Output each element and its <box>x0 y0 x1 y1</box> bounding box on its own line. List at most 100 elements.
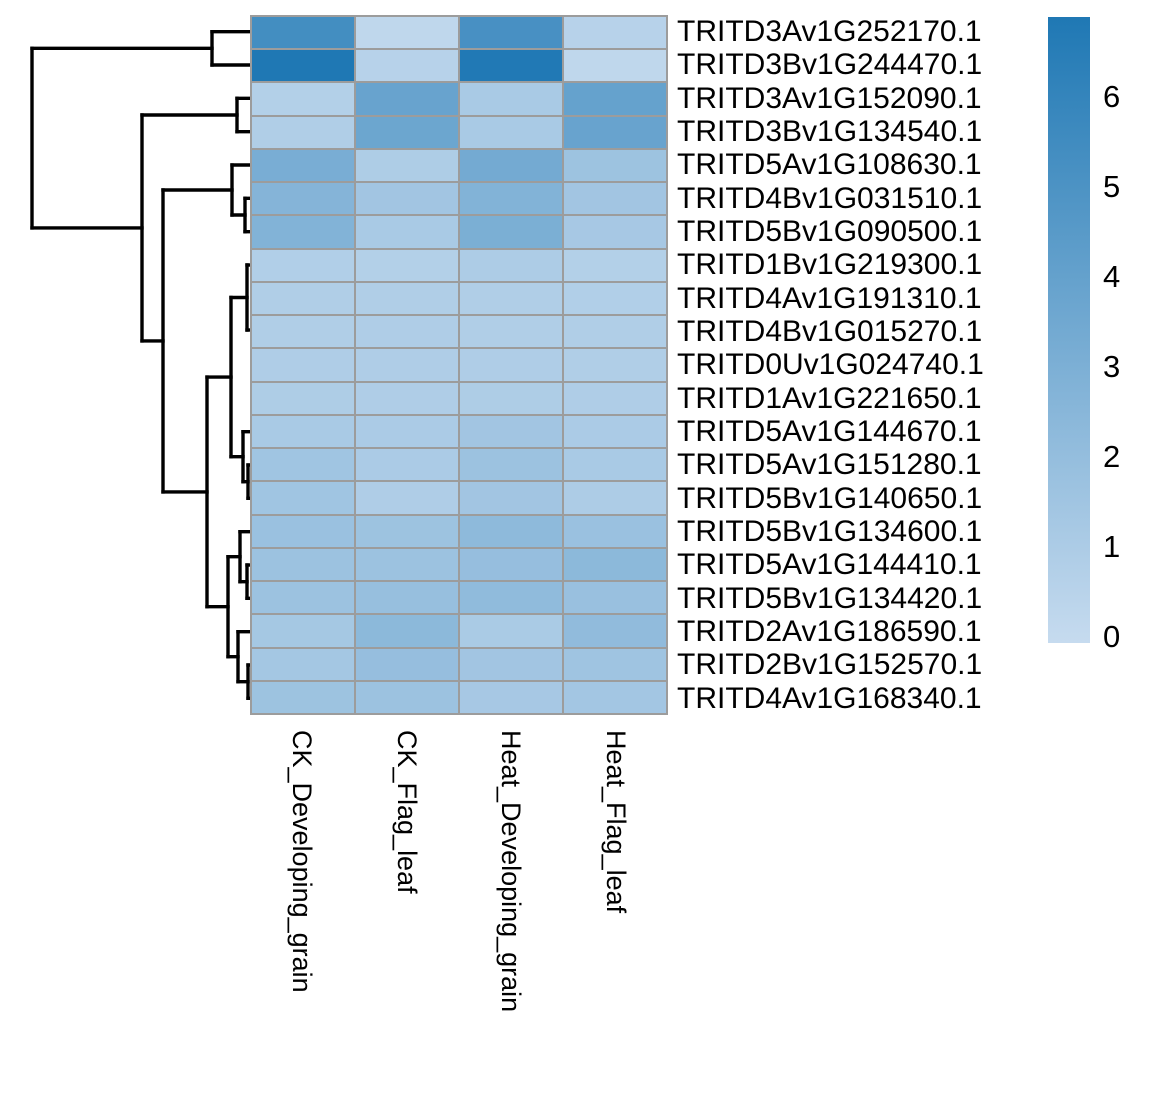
row-label: TRITD5Bv1G140650.1 <box>677 481 983 515</box>
row-label: TRITD4Av1G191310.1 <box>677 281 982 315</box>
heatmap-cell-r11-c3 <box>459 348 563 382</box>
heatmap-cell-r14-c2 <box>355 448 459 482</box>
colorbar-tick-label: 0 <box>1103 619 1121 654</box>
heatmap-cell-r9-c2 <box>355 281 459 316</box>
heatmap-cell-r2-c3 <box>459 49 563 83</box>
row-label: TRITD3Av1G252170.1 <box>677 15 982 48</box>
row-label: TRITD5Av1G144670.1 <box>677 414 982 448</box>
colorbar-tick-label: 3 <box>1103 349 1121 384</box>
row-label: TRITD5Av1G144410.1 <box>677 548 982 582</box>
heatmap-cell-r19-c4 <box>563 614 667 648</box>
heatmap-cell-r10-c4 <box>563 315 667 349</box>
heatmap-cell-r13-c3 <box>459 414 563 449</box>
colorbar-tick-label: 4 <box>1103 259 1121 294</box>
heatmap-cell-r10-c1 <box>251 315 355 349</box>
heatmap-cell-r9-c4 <box>563 281 667 316</box>
heatmap-cell-r13-c2 <box>355 414 459 449</box>
heatmap-cell-r10-c3 <box>459 315 563 349</box>
heatmap-cell-r3-c3 <box>459 82 563 116</box>
heatmap-cell-r10-c2 <box>355 315 459 349</box>
colorbar-gradient <box>1048 17 1090 643</box>
row-label: TRITD4Av1G168340.1 <box>677 681 982 715</box>
heatmap-cell-r8-c2 <box>355 248 459 282</box>
row-label: TRITD0Uv1G024740.1 <box>677 348 984 382</box>
row-label: TRITD3Av1G152090.1 <box>677 81 982 115</box>
row-label: TRITD2Bv1G152570.1 <box>677 648 983 682</box>
heatmap-cell-r6-c3 <box>459 182 563 216</box>
heatmap-cell-r21-c4 <box>563 680 667 714</box>
column-label: Heat_Flag_leaf <box>600 730 631 914</box>
heatmap-cell-r5-c1 <box>251 148 355 183</box>
heatmap-cell-r14-c1 <box>251 448 355 482</box>
column-label: Heat_Developing_grain <box>496 730 527 1013</box>
heatmap-cell-r19-c1 <box>251 614 355 648</box>
heatmap-cell-r16-c1 <box>251 514 355 548</box>
heatmap-cell-r7-c1 <box>251 215 355 249</box>
colorbar-tick-label: 6 <box>1103 79 1121 114</box>
heatmap-cell-r21-c3 <box>459 680 563 714</box>
heatmap-cell-r8-c3 <box>459 248 563 282</box>
heatmap-cell-r4-c4 <box>563 115 667 149</box>
row-label: TRITD4Bv1G031510.1 <box>677 181 983 215</box>
row-label: TRITD3Bv1G244470.1 <box>677 48 983 82</box>
column-label: CK_Flag_leaf <box>391 730 422 894</box>
heatmap-cell-r11-c4 <box>563 348 667 382</box>
heatmap-cell-r6-c4 <box>563 182 667 216</box>
heatmap-cell-r11-c2 <box>355 348 459 382</box>
heatmap-cell-r12-c4 <box>563 381 667 415</box>
heatmap-cell-r19-c3 <box>459 614 563 648</box>
row-label: TRITD1Av1G221650.1 <box>677 381 982 415</box>
heatmap-cell-r15-c2 <box>355 481 459 515</box>
heatmap-cell-r17-c4 <box>563 547 667 582</box>
heatmap-cell-r5-c2 <box>355 148 459 183</box>
heatmap-cell-r7-c3 <box>459 215 563 249</box>
heatmap-cell-r2-c1 <box>251 49 355 83</box>
heatmap-cell-r8-c4 <box>563 248 667 282</box>
heatmap-cell-r11-c1 <box>251 348 355 382</box>
row-label: TRITD5Av1G151280.1 <box>677 448 982 482</box>
row-label: TRITD2Av1G186590.1 <box>677 614 982 648</box>
row-label: TRITD4Bv1G015270.1 <box>677 314 983 348</box>
heatmap-cell-r6-c1 <box>251 182 355 216</box>
colorbar-tick-label: 5 <box>1103 169 1121 204</box>
heatmap-cell-r18-c4 <box>563 581 667 615</box>
row-label: TRITD5Av1G108630.1 <box>677 148 982 182</box>
heatmap-cell-r20-c3 <box>459 647 563 681</box>
heatmap-cell-r21-c1 <box>251 680 355 714</box>
heatmap-cell-r16-c3 <box>459 514 563 548</box>
heatmap-cell-r3-c2 <box>355 82 459 116</box>
heatmap-cell-r4-c2 <box>355 115 459 149</box>
heatmap-cell-r15-c1 <box>251 481 355 515</box>
row-label: TRITD1Bv1G219300.1 <box>677 248 983 282</box>
heatmap-cell-r14-c4 <box>563 448 667 482</box>
heatmap-cell-r5-c4 <box>563 148 667 183</box>
colorbar-tick-label: 2 <box>1103 439 1121 474</box>
heatmap-cell-r7-c4 <box>563 215 667 249</box>
row-label: TRITD5Bv1G134600.1 <box>677 514 983 548</box>
heatmap-cell-r21-c2 <box>355 680 459 714</box>
heatmap-cell-r1-c4 <box>563 16 667 50</box>
heatmap-cell-r13-c1 <box>251 414 355 449</box>
heatmap-cell-r18-c1 <box>251 581 355 615</box>
heatmap-cell-r8-c1 <box>251 248 355 282</box>
heatmap-cell-r15-c4 <box>563 481 667 515</box>
heatmap-cell-r20-c2 <box>355 647 459 681</box>
heatmap-cell-r13-c4 <box>563 414 667 449</box>
heatmap-cell-r1-c3 <box>459 16 563 50</box>
heatmap-cell-r16-c2 <box>355 514 459 548</box>
heatmap-grid <box>250 15 668 715</box>
heatmap-cell-r12-c3 <box>459 381 563 415</box>
heatmap-cell-r18-c3 <box>459 581 563 615</box>
heatmap-cell-r15-c3 <box>459 481 563 515</box>
heatmap-cell-r6-c2 <box>355 182 459 216</box>
heatmap-cell-r1-c2 <box>355 16 459 50</box>
heatmap-cell-r2-c4 <box>563 49 667 83</box>
row-label: TRITD5Bv1G090500.1 <box>677 214 983 248</box>
heatmap-cell-r16-c4 <box>563 514 667 548</box>
heatmap-cell-r3-c4 <box>563 82 667 116</box>
row-label: TRITD3Bv1G134540.1 <box>677 114 983 148</box>
heatmap-cell-r17-c1 <box>251 547 355 582</box>
heatmap-cell-r12-c2 <box>355 381 459 415</box>
